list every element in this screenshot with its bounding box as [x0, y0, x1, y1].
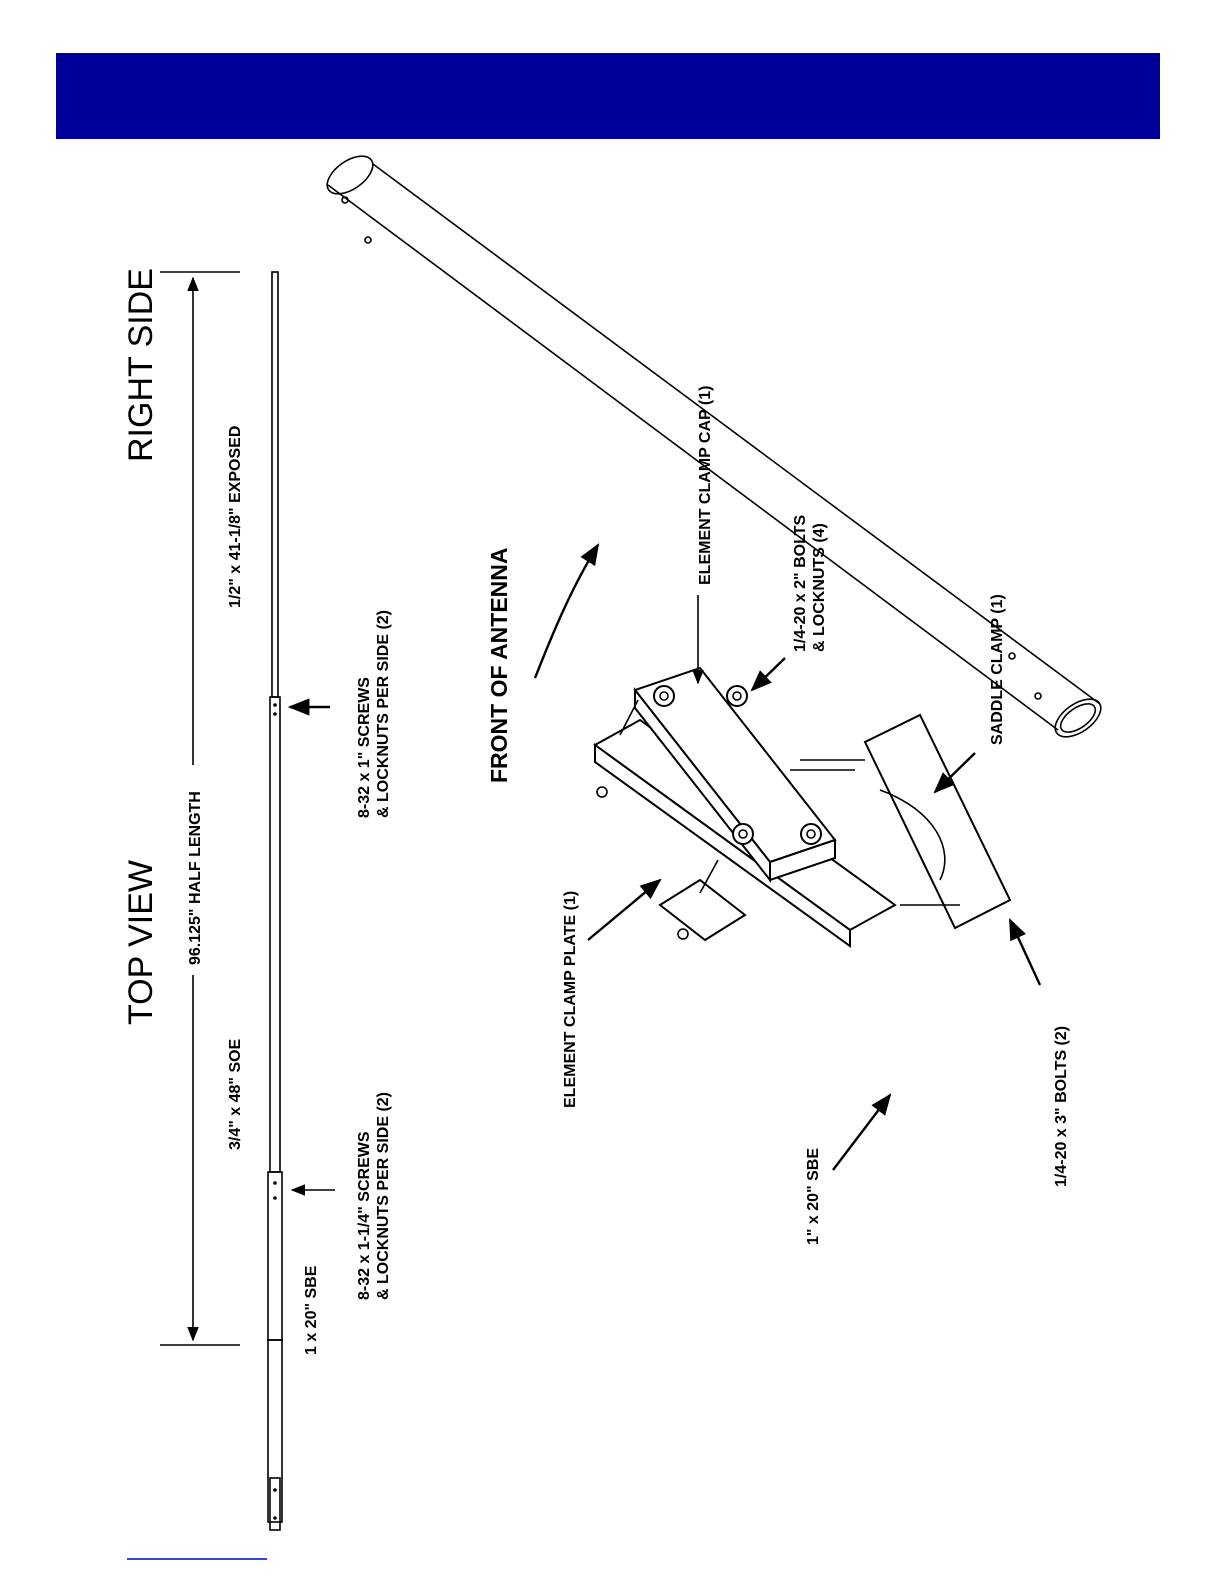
clamp-assembly: FRONT OF ANTENNA ELEMENT CLAMP CAP (1) 1… [326, 155, 1102, 1245]
tube-sbe-label: 1" x 20" SBE [805, 1148, 822, 1245]
soe-label: 3/4" x 48" SOE [227, 1038, 244, 1150]
bolt-head [653, 685, 675, 707]
element-clamp-cap-label: ELEMENT CLAMP CAP (1) [697, 386, 714, 585]
element-clamp-plate-label: ELEMENT CLAMP PLATE (1) [562, 891, 579, 1108]
bolt-head [726, 685, 748, 707]
top-view-heading: TOP VIEW [122, 860, 160, 1025]
element-tubes [267, 271, 283, 1531]
right-side-heading: RIGHT SIDE [122, 268, 160, 462]
bolt-head [800, 823, 822, 845]
top-view: TOP VIEW RIGHT SIDE 96.125" HALF LENGTH … [122, 268, 392, 1531]
element-tube [326, 155, 1102, 738]
screws-2-line2: & LOCKNUTS PER SIDE (2) [375, 1092, 392, 1300]
header-bar [56, 53, 1160, 139]
footer-link-underline [127, 1558, 267, 1560]
saddle-clamp-label: SADDLE CLAMP (1) [989, 594, 1006, 745]
half-length-dimension: 96.125" HALF LENGTH [160, 271, 240, 1346]
front-of-antenna-label: FRONT OF ANTENNA [486, 547, 512, 783]
sbe-label: 1 x 20" SBE [303, 1265, 320, 1355]
element-clamp-cap [619, 666, 837, 894]
saddle-clamp [790, 713, 1012, 930]
bolt-head [732, 823, 754, 845]
exposed-label: 1/2" x 41-1/8" EXPOSED [227, 426, 244, 608]
screws-2-line1: 8-32 x 1-1/4" SCREWS [356, 1131, 373, 1300]
bolts-3in-label: 1/4-20 x 3" BOLTS (2) [1053, 1026, 1070, 1187]
screws-1-line1: 8-32 x 1" SCREWS [356, 677, 373, 818]
bolts-2in-line1: 1/4-20 x 2" BOLTS [792, 515, 809, 652]
bolts-2in-line2: & LOCKNUTS (4) [811, 523, 828, 652]
screws-1-line2: & LOCKNUTS PER SIDE (2) [375, 610, 392, 818]
half-length-label: 96.125" HALF LENGTH [187, 791, 204, 965]
